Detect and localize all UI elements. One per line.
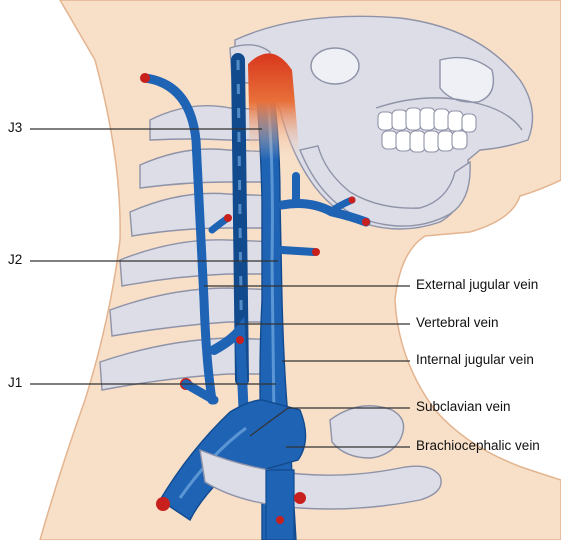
label-j2: J2	[8, 252, 22, 268]
label-external-jugular-vein: External jugular vein	[416, 277, 538, 293]
label-internal-jugular-vein: Internal jugular vein	[416, 352, 534, 368]
label-vertebral-vein: Vertebral vein	[416, 315, 499, 331]
label-brachiocephalic-vein: Brachiocephalic vein	[416, 438, 540, 454]
label-j3: J3	[8, 120, 22, 136]
label-subclavian-vein: Subclavian vein	[416, 399, 511, 415]
label-j1: J1	[8, 375, 22, 391]
